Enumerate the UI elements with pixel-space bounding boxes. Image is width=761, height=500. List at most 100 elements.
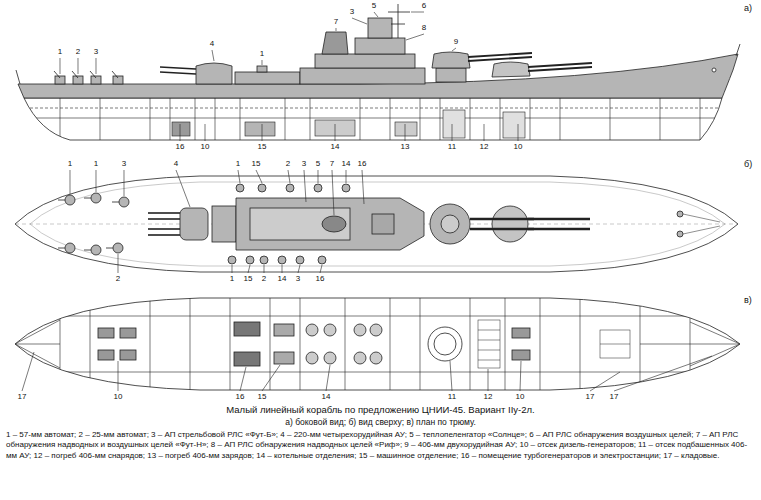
main-turret-406mm: [468, 57, 532, 61]
bulkheads: [470, 298, 471, 390]
callout-number: 1: [236, 160, 240, 168]
callout-number: 1: [58, 48, 62, 56]
magazine: [478, 360, 500, 361]
view-letter: а): [744, 4, 752, 13]
aa-mount: [296, 256, 304, 264]
leader-line: [317, 170, 318, 183]
leader-line: [256, 170, 262, 183]
aft-turret-220mm: [160, 67, 196, 69]
leader-line: [452, 48, 456, 51]
callout-number: 1: [260, 50, 264, 58]
figure-caption: Малый линейный корабль по предложению ЦН…: [0, 405, 761, 415]
leader-line: [176, 170, 190, 207]
leader-line: [212, 50, 214, 61]
machinery: [274, 324, 294, 364]
diesel-generator: [512, 350, 530, 360]
callout-number: 17: [610, 393, 619, 401]
leader-line: [95, 170, 96, 192]
aa-mount: [54, 71, 60, 78]
leader-line: [590, 372, 620, 391]
leader-line: [95, 58, 96, 74]
leader-line: [335, 124, 336, 141]
machinery: [274, 324, 294, 336]
aa-mount: [91, 245, 101, 255]
caption-subtitle: а) боковой вид; б) вид сверху; в) план п…: [0, 418, 761, 427]
main-turret-406mm: [436, 68, 466, 82]
callout-number: 11: [448, 143, 456, 151]
aa-mount: [318, 256, 326, 264]
leader-line: [335, 28, 336, 31]
bulkheads: [15, 320, 60, 344]
hull-compartments: [470, 98, 471, 140]
callout-number: 1: [230, 275, 234, 283]
storeroom: [600, 344, 630, 345]
hull-compartments: [390, 98, 391, 140]
callout-number: 14: [342, 160, 351, 168]
callout-number: 16: [176, 143, 185, 151]
superstructure: [257, 66, 267, 72]
aa-mount: [55, 76, 65, 84]
leader-line: [411, 12, 424, 13]
superstructure: [322, 216, 346, 232]
magazine: [478, 340, 500, 341]
turret-trunk: [428, 327, 462, 361]
callout-number: 2: [286, 160, 290, 168]
magazine: [478, 320, 500, 368]
top-view: [15, 176, 738, 272]
hull-compartments: [20, 108, 730, 109]
main-turret-406mm: [528, 228, 590, 231]
hull-compartments: [240, 98, 241, 140]
aa-mount: [58, 184, 350, 264]
leader-line: [405, 124, 406, 141]
hull-compartments: [503, 112, 525, 138]
machinery: [274, 352, 294, 364]
main-turret-406mm: [492, 206, 590, 242]
leader-line: [117, 254, 118, 273]
bulkheads: [15, 344, 60, 368]
callout-number: 12: [480, 143, 489, 151]
superstructure: [250, 208, 350, 240]
leader-line: [262, 124, 263, 141]
superstructure: [236, 198, 424, 250]
main-turret-406mm: [528, 63, 592, 67]
callout-number: 10: [201, 143, 210, 151]
callout-number: 12: [484, 393, 493, 401]
aa-mount: [112, 202, 119, 203]
view-letter: в): [744, 296, 752, 305]
bulkheads: [60, 316, 690, 317]
callout-number: 10: [516, 393, 525, 401]
storeroom: [600, 330, 630, 358]
aft-turret-220mm: [148, 228, 180, 230]
aft-turret-220mm: [148, 208, 208, 240]
hull-compartments: [20, 118, 730, 119]
main-turret-406mm: [430, 204, 470, 244]
aa-mount: [113, 243, 123, 253]
leader-line: [118, 361, 119, 391]
callout-number: 16: [358, 160, 367, 168]
hull-compartments: [420, 98, 421, 140]
leader-line: [520, 361, 521, 391]
boiler: [306, 324, 382, 364]
leader-line: [248, 265, 250, 273]
hull-compartments: [245, 122, 275, 136]
leader-line: [240, 367, 246, 391]
callout-number: 2: [262, 275, 266, 283]
callout-number: 7: [334, 18, 338, 26]
hull-compartments: [100, 98, 101, 140]
callout-number: 10: [114, 393, 123, 401]
boiler: [306, 324, 318, 336]
aft-turret-220mm: [148, 212, 180, 214]
hull-compartments: [60, 98, 61, 140]
leader-line: [123, 170, 124, 196]
leader-line: [362, 170, 364, 204]
superstructure: [235, 4, 425, 84]
side-view: [16, 4, 740, 140]
callout-number: 2: [116, 275, 120, 283]
main-turret-406mm: [468, 53, 532, 57]
superstructure: [315, 54, 415, 68]
leader-line: [282, 265, 283, 273]
bulkheads: [390, 298, 391, 390]
hull-compartments: [560, 98, 561, 140]
hull-compartments: [172, 122, 190, 136]
callout-number: 1: [94, 160, 98, 168]
